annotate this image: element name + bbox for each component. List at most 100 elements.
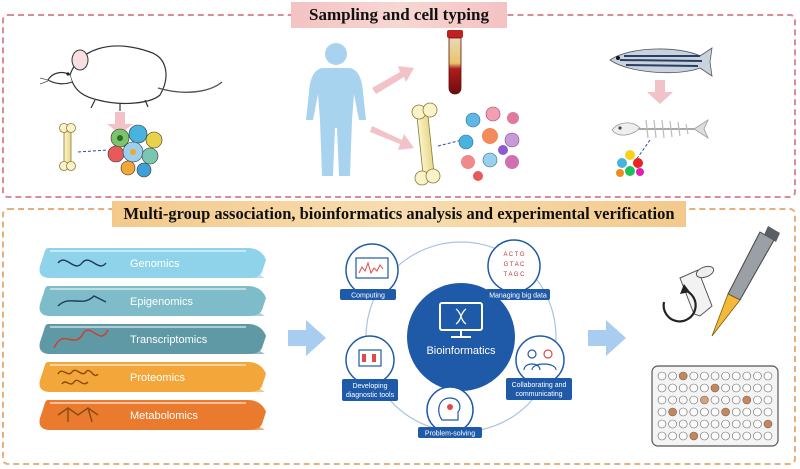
plate-well	[753, 383, 762, 393]
plate-well	[763, 371, 773, 381]
plate-well	[753, 431, 762, 441]
computing-label: Computing	[351, 293, 385, 300]
immune-cells-icon	[458, 106, 520, 181]
plate-well	[742, 419, 752, 429]
plate-well	[657, 419, 667, 429]
plate-well	[721, 431, 730, 441]
plate-well	[742, 395, 752, 405]
plate-well	[657, 431, 667, 441]
plate-well	[678, 419, 688, 429]
arrow-to-bone-icon	[370, 126, 414, 150]
bioinformatics-center-label: Bioinformatics	[426, 345, 496, 357]
plate-well	[710, 371, 720, 381]
plate-well	[689, 419, 699, 429]
omics-label: Proteomics	[130, 372, 186, 384]
plate-well	[721, 371, 730, 381]
diagnostic-label: Developing	[352, 383, 387, 390]
flow-arrow-icon	[588, 320, 626, 356]
plate-well	[668, 431, 677, 441]
plate-well	[753, 395, 762, 405]
collaborating-label: Collaborating and	[512, 382, 567, 389]
flow-arrow-icon	[288, 320, 326, 356]
plate-well	[742, 371, 752, 381]
plate-well	[763, 419, 773, 429]
plate-well	[689, 395, 699, 405]
omics-label: Metabolomics	[130, 410, 198, 422]
plate-well	[700, 407, 709, 417]
omics-stack: GenomicsEpigenomicsTranscriptomicsProteo…	[39, 248, 267, 430]
plate-well	[657, 383, 667, 393]
plate-well	[721, 407, 730, 417]
svg-text:A C T G: A C T G	[503, 252, 524, 258]
plate-well	[678, 431, 688, 441]
omics-layer-epigenomics: Epigenomics	[39, 286, 267, 316]
plate-well	[753, 371, 762, 381]
sampling-title: Sampling and cell typing	[291, 2, 507, 28]
down-arrow-icon	[647, 80, 673, 104]
plate-well	[700, 419, 709, 429]
plate-well	[700, 383, 709, 393]
plate-well	[763, 407, 773, 417]
omics-glyph-icon	[57, 295, 107, 307]
plate-well	[678, 383, 688, 393]
diagnostic-tools-node	[345, 335, 395, 385]
omics-layer-metabolomics: Metabolomics	[39, 400, 267, 430]
plate-well	[710, 395, 720, 405]
bone-icon	[59, 123, 76, 171]
plate-well	[763, 431, 773, 441]
plate-well	[668, 383, 677, 393]
omics-glyph-icon	[57, 407, 99, 423]
plate-well	[731, 383, 741, 393]
plate-well	[700, 395, 709, 405]
zebrafish-icon	[609, 47, 713, 77]
plate-well	[678, 395, 688, 405]
omics-glyph-icon	[53, 329, 109, 349]
omics-label: Epigenomics	[130, 296, 193, 308]
analysis-title: Multi-group association, bioinformatics …	[112, 201, 686, 227]
arrow-to-tube-icon	[372, 66, 414, 94]
svg-text:T A G C: T A G C	[504, 272, 526, 278]
problem-solving-label: Problem-solving	[425, 431, 475, 438]
fish-skeleton-icon	[611, 118, 709, 140]
plate-well	[731, 395, 741, 405]
collaborating-node	[515, 335, 565, 385]
omics-layer-proteomics: Proteomics	[39, 362, 267, 392]
plate-well	[678, 371, 688, 381]
pipette-icon	[711, 226, 780, 337]
omics-glyph-icon	[57, 259, 107, 267]
plate-well	[742, 383, 752, 393]
plate-well	[742, 407, 752, 417]
microplate-icon	[651, 365, 779, 447]
plate-well	[700, 371, 709, 381]
down-arrow-icon	[107, 112, 133, 134]
plate-well	[731, 431, 741, 441]
plate-well	[742, 431, 752, 441]
plate-well	[710, 407, 720, 417]
plate-well	[753, 407, 762, 417]
omics-label: Transcriptomics	[130, 334, 208, 346]
bone-icon	[411, 102, 441, 186]
omics-layer-transcriptomics: Transcriptomics	[39, 324, 267, 354]
mouse-icon	[39, 45, 223, 111]
plate-well	[763, 383, 773, 393]
blood-tube-icon	[447, 30, 463, 95]
svg-text:G T A C: G T A C	[504, 262, 525, 268]
plate-well	[721, 419, 730, 429]
cell-cluster-icon	[616, 150, 644, 177]
plate-well	[700, 431, 709, 441]
plate-well	[668, 407, 677, 417]
plate-well	[668, 371, 677, 381]
plate-well	[678, 407, 688, 417]
plate-well	[721, 383, 730, 393]
plate-well	[657, 395, 667, 405]
plate-well	[689, 431, 699, 441]
plate-well	[668, 419, 677, 429]
centrifuge-tube-icon	[662, 265, 715, 323]
svg-text:diagnostic tools: diagnostic tools	[346, 392, 395, 399]
omics-label: Genomics	[130, 258, 180, 270]
plate-well	[668, 395, 677, 405]
plate-well	[731, 419, 741, 429]
bioinformatics-diagram: Bioinformatics A C T G G T A C T A G C C…	[340, 239, 572, 438]
plate-well	[689, 407, 699, 417]
